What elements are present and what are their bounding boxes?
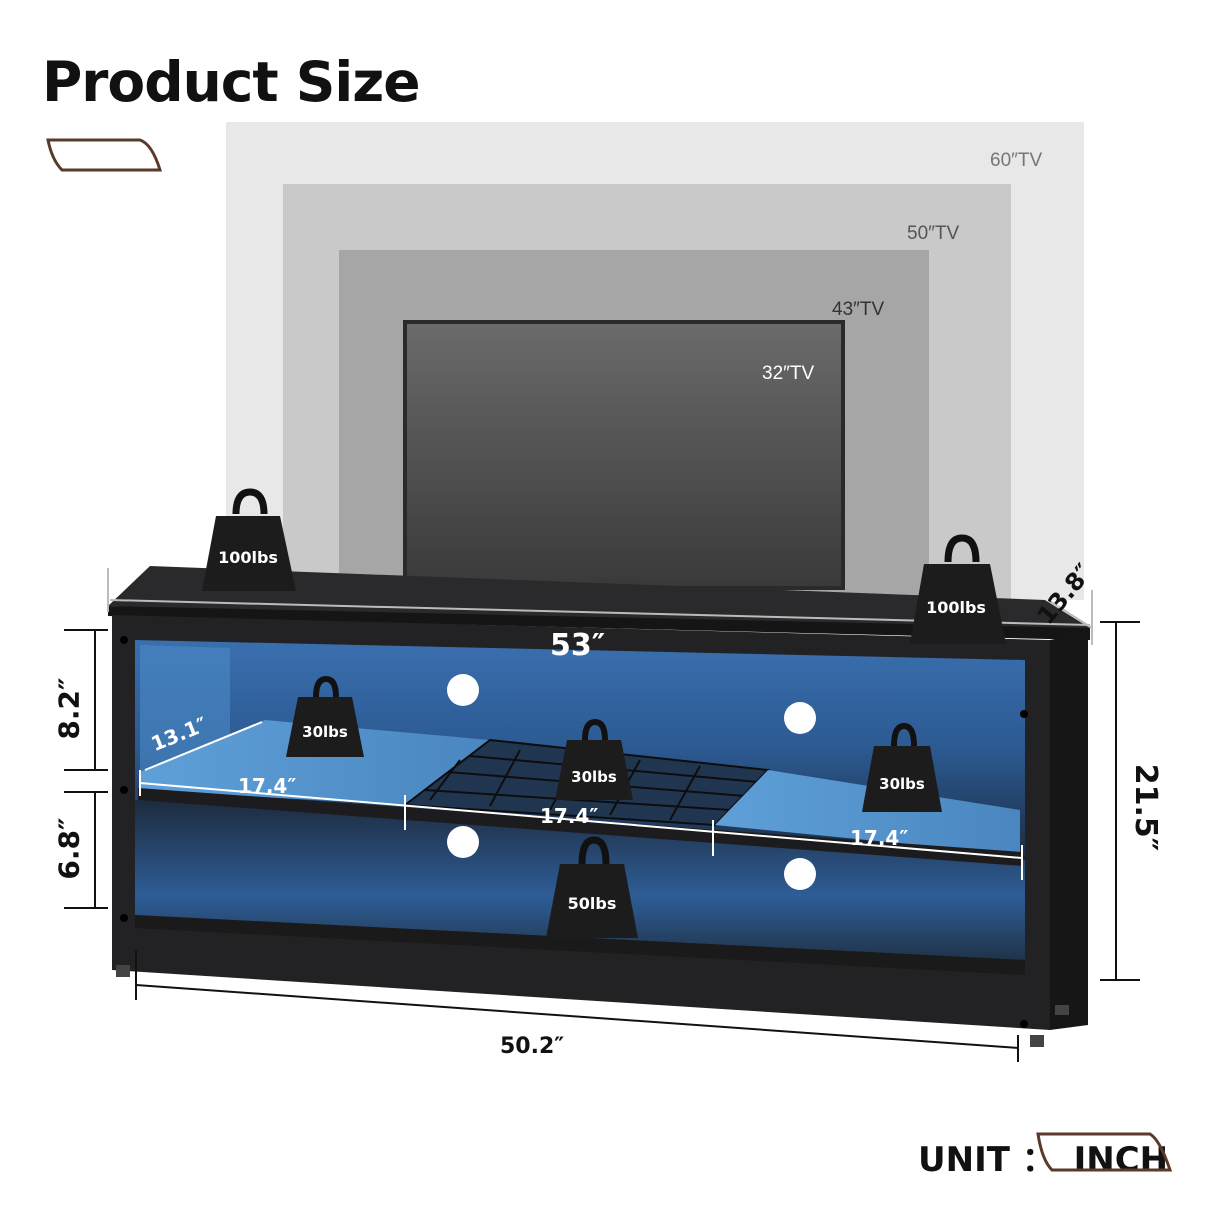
shelf-right — [715, 770, 1020, 855]
cable-hole-4 — [784, 858, 816, 890]
weight-shelf-mid: 30lbs — [555, 718, 633, 800]
leg-right — [1030, 1035, 1044, 1047]
wire-grid — [424, 749, 759, 821]
dim-shelf-mid-label: 17.4″ — [540, 804, 599, 828]
unit-swoosh — [1036, 1132, 1173, 1172]
page-title: Product Size — [42, 50, 421, 114]
tv-32-screen — [403, 320, 845, 590]
unit-prefix: UNIT ： — [918, 1140, 1056, 1180]
tv-43-label: 43″TV — [832, 299, 885, 320]
screw-2 — [120, 786, 128, 794]
leg-back — [1055, 1005, 1069, 1015]
dim-shelf-right-label: 17.4″ — [850, 826, 909, 850]
shelf-dimension-lines — [139, 721, 1023, 880]
dim-width-bottom-label: 50.2″ — [500, 1034, 565, 1059]
bottom-plank — [135, 915, 1025, 975]
dim-50-line — [135, 984, 1019, 1049]
tv-50-label: 50″TV — [907, 223, 960, 244]
cable-hole-3 — [447, 826, 479, 858]
cable-hole-1 — [447, 674, 479, 706]
tv-32-label: 32″TV — [762, 363, 815, 384]
unit-label: UNIT ： INCH — [918, 1132, 1168, 1181]
title-swoosh — [46, 138, 163, 172]
shelf-left — [140, 720, 490, 805]
dim-lower-shelf-height-label: 6.8″ — [52, 817, 86, 880]
cabinet-side — [1050, 633, 1088, 1030]
tv-60-label: 60″TV — [990, 150, 1043, 171]
stand-top-surface — [108, 566, 1090, 640]
weight-shelf-right: 30lbs — [862, 722, 942, 812]
stand-top-edge — [108, 606, 1090, 640]
weight-bottom: 50lbs — [546, 836, 638, 938]
dim-depth-line — [1047, 599, 1093, 629]
shelf-front-edge — [138, 788, 1022, 866]
screw-3 — [120, 914, 128, 922]
leg-left — [116, 965, 130, 977]
unit-value: INCH — [1073, 1140, 1169, 1180]
weight-top-left: 100lbs — [198, 488, 298, 593]
cable-hole-2 — [784, 702, 816, 734]
weight-top-right: 100lbs — [906, 534, 1006, 644]
dim-height-label: 21.5″ — [1128, 763, 1164, 852]
dim-shelf-left-label: 17.4″ — [238, 774, 297, 798]
dim-upper-shelf-height-label: 8.2″ — [52, 677, 86, 740]
screw-5 — [1020, 1020, 1028, 1028]
screw-4 — [1020, 710, 1028, 718]
dim-width-top-label: 53″ — [550, 628, 606, 663]
screw-1 — [120, 636, 128, 644]
weight-shelf-left: 30lbs — [286, 675, 364, 757]
